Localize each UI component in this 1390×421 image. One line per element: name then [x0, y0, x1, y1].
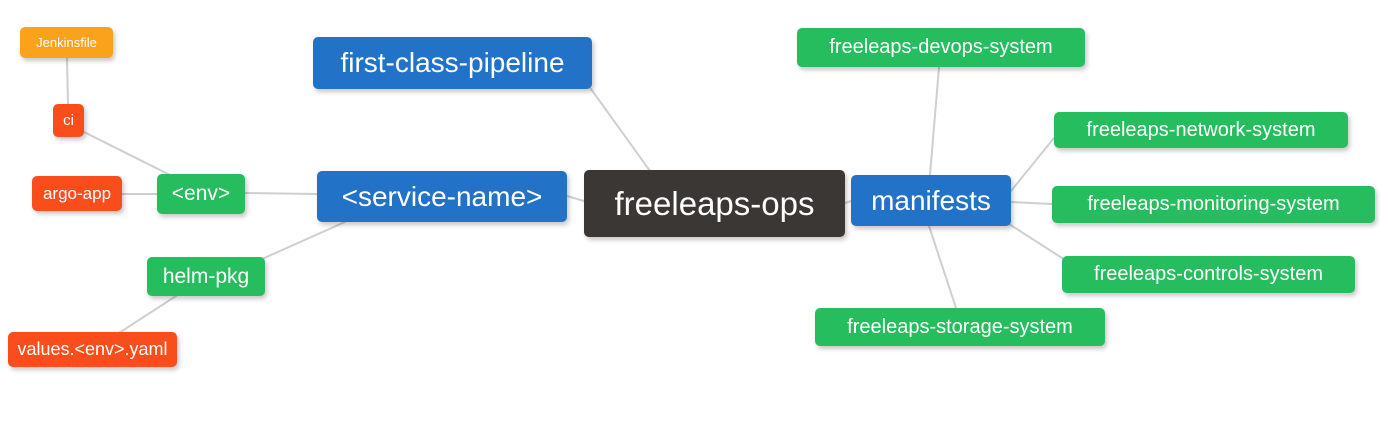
node-env[interactable]: <env>	[157, 174, 245, 214]
node-freeleaps-storage-system[interactable]: freeleaps-storage-system	[815, 308, 1105, 346]
edge-manifests-freeleaps-devops-system	[929, 66, 940, 176]
node-manifests[interactable]: manifests	[851, 175, 1011, 226]
node-first-class-pipeline[interactable]: first-class-pipeline	[313, 37, 592, 89]
edge-service-name-freeleaps-ops	[566, 195, 585, 202]
node-freeleaps-network-system[interactable]: freeleaps-network-system	[1054, 112, 1348, 148]
node-freeleaps-devops-system[interactable]: freeleaps-devops-system	[797, 28, 1085, 67]
edge-freeleaps-ops-manifests	[844, 200, 852, 204]
edge-env-service-name	[244, 192, 318, 195]
edge-manifests-freeleaps-storage-system	[928, 225, 957, 309]
edge-manifests-freeleaps-monitoring-system	[1010, 201, 1053, 205]
node-values-env-yaml[interactable]: values.<env>.yaml	[8, 332, 177, 367]
edge-jenkinsfile-ci	[66, 57, 69, 105]
edge-manifests-freeleaps-network-system	[1010, 137, 1055, 192]
node-service-name[interactable]: <service-name>	[317, 171, 567, 222]
edge-first-class-pipeline-freeleaps-ops	[590, 88, 651, 172]
node-freeleaps-controls-system[interactable]: freeleaps-controls-system	[1062, 256, 1355, 293]
edge-ci-env	[83, 131, 173, 177]
edge-manifests-freeleaps-controls-system	[1008, 223, 1063, 259]
edge-service-name-helm-pkg	[261, 221, 346, 260]
node-freeleaps-monitoring-system[interactable]: freeleaps-monitoring-system	[1052, 186, 1375, 223]
node-helm-pkg[interactable]: helm-pkg	[147, 257, 265, 296]
edge-helm-pkg-values-env-yaml	[118, 295, 177, 334]
node-argo-app[interactable]: argo-app	[32, 176, 122, 211]
node-ci[interactable]: ci	[53, 104, 84, 137]
node-freeleaps-ops[interactable]: freeleaps-ops	[584, 170, 845, 237]
node-jenkinsfile[interactable]: Jenkinsfile	[20, 27, 113, 58]
